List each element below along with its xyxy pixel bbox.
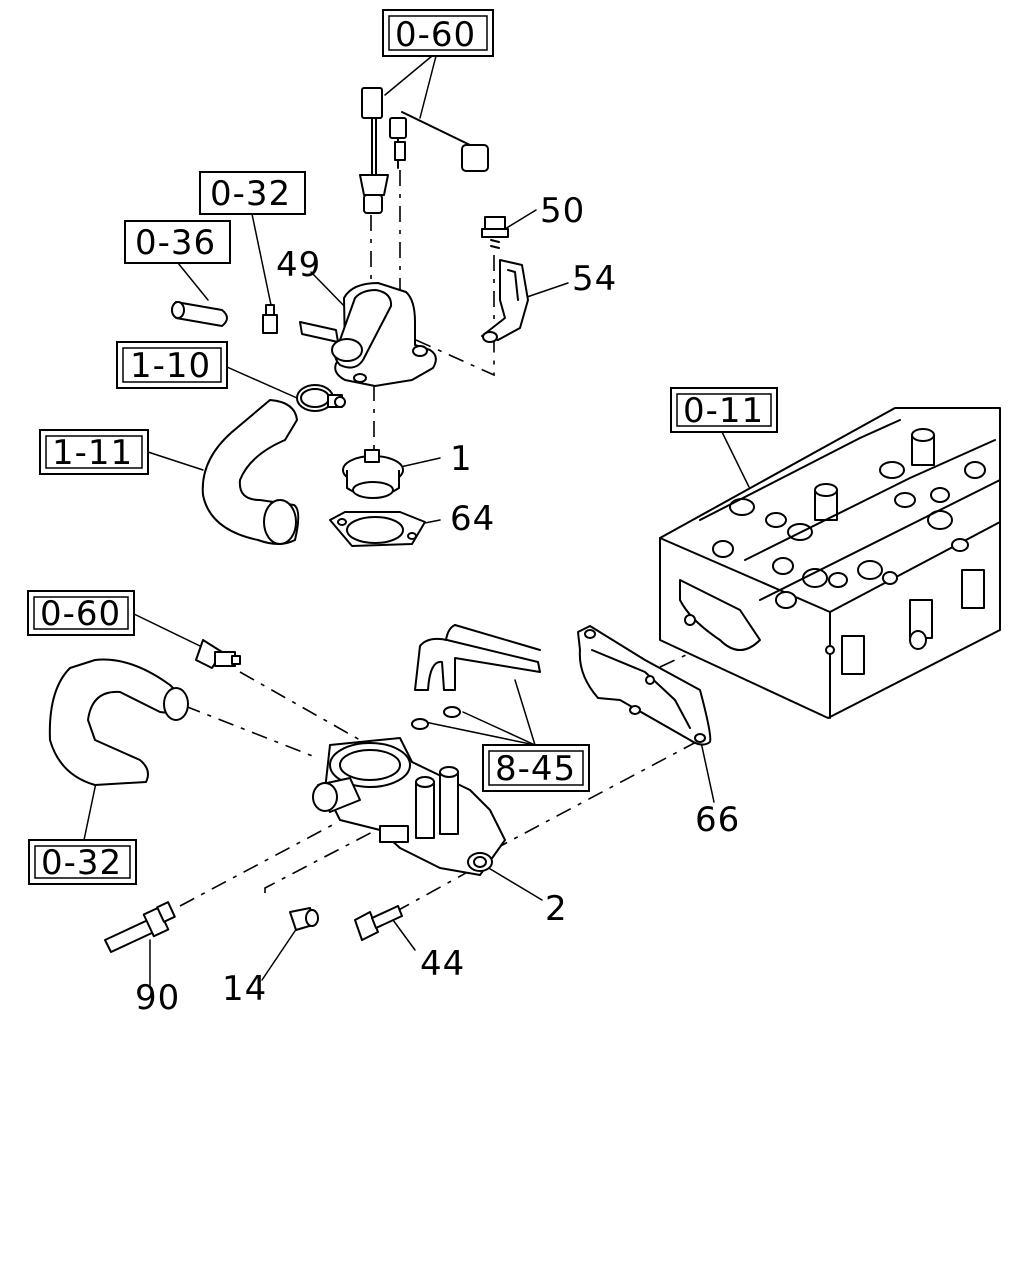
- ref-label: 0-32: [210, 174, 291, 214]
- sensor-mid: [195, 639, 241, 669]
- water-outlet-housing-2: [312, 737, 506, 876]
- part-number-90: 90: [135, 978, 180, 1018]
- assembly-lines: [179, 170, 741, 913]
- part-number-14: 14: [222, 969, 267, 1009]
- sensor-harness: [359, 87, 489, 214]
- upper-hose: [201, 399, 300, 545]
- bolt-44: [354, 905, 403, 941]
- small-plug: [262, 304, 278, 334]
- part-number-49: 49: [276, 245, 321, 285]
- ref-8-45[interactable]: 8-45: [482, 744, 590, 792]
- ref-0-11[interactable]: 0-11: [670, 387, 778, 433]
- ref-0-60-mid[interactable]: 0-60: [27, 590, 135, 636]
- ref-label: 0-11: [683, 391, 764, 431]
- small-pipe: [171, 301, 228, 327]
- ref-0-36[interactable]: 0-36: [124, 220, 231, 264]
- plug-14: [289, 907, 319, 931]
- ref-label: 8-45: [495, 749, 576, 789]
- part-number-50: 50: [540, 191, 585, 231]
- gasket-64: [329, 511, 426, 547]
- ref-0-60-top[interactable]: 0-60: [382, 9, 494, 57]
- ref-label: 0-36: [135, 223, 216, 263]
- bolt-50: [481, 216, 509, 249]
- bracket-54: [481, 259, 529, 343]
- lower-hose: [48, 658, 189, 786]
- cylinder-head: [659, 407, 1001, 719]
- ref-label: 1-10: [130, 346, 211, 386]
- ref-label: 0-60: [40, 594, 121, 634]
- gasket-66: [577, 625, 712, 746]
- part-number-66: 66: [695, 800, 740, 840]
- ref-1-10[interactable]: 1-10: [116, 341, 228, 389]
- thermostat-housing-49: [299, 282, 437, 387]
- part-number-2: 2: [545, 889, 568, 929]
- pipe-assembly: [411, 624, 541, 730]
- part-number-54: 54: [572, 259, 617, 299]
- ref-label: 0-60: [395, 15, 476, 55]
- hose-clamp: [296, 384, 346, 412]
- part-number-1: 1: [450, 439, 473, 479]
- fitting-90: [104, 901, 176, 953]
- thermostat-1: [342, 449, 404, 499]
- ref-label: 0-32: [41, 843, 122, 883]
- ref-0-32-top[interactable]: 0-32: [199, 171, 306, 215]
- ref-1-11[interactable]: 1-11: [39, 429, 149, 475]
- ref-label: 1-11: [52, 433, 133, 473]
- part-number-44: 44: [420, 944, 465, 984]
- part-number-64: 64: [450, 499, 495, 539]
- ref-0-32-bottom[interactable]: 0-32: [28, 839, 137, 885]
